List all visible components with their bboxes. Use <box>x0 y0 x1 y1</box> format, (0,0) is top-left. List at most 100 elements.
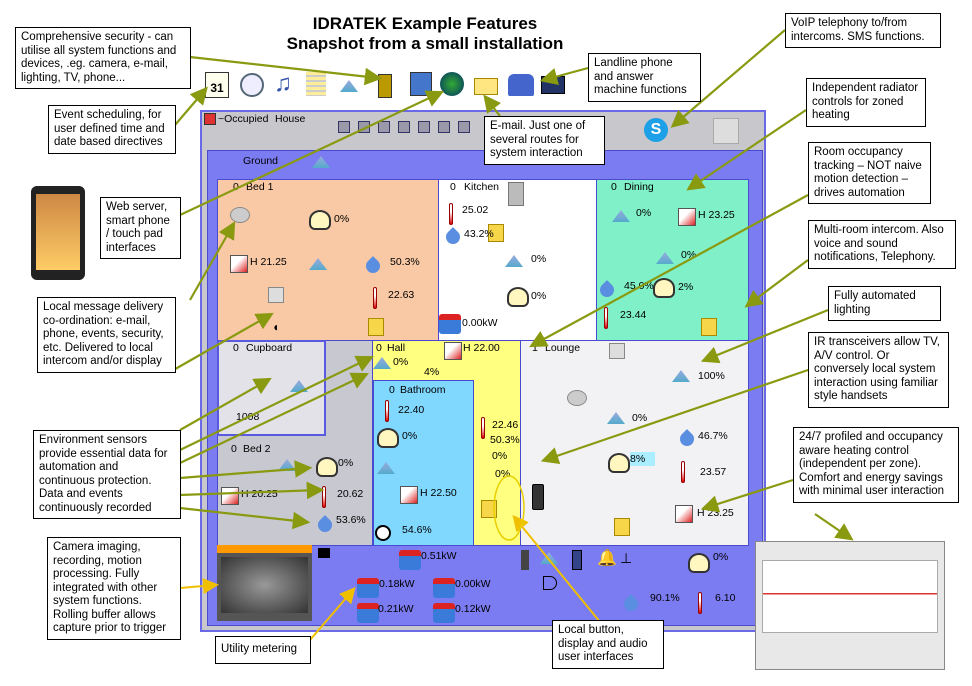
fan-icon[interactable] <box>375 525 391 541</box>
callout-email: E-mail. Just one of several routes for s… <box>484 116 605 165</box>
room-name: Dining <box>624 181 654 193</box>
power-meter-icon <box>399 550 421 570</box>
occupied-icon <box>204 113 216 125</box>
room-name: Bed 2 <box>243 443 271 455</box>
room-occupancy: 0 <box>231 443 237 455</box>
callout-ir: IR transceivers allow TV, A/V control. O… <box>808 332 949 408</box>
callout-scheduling: Event scheduling, for user defined time … <box>48 105 176 154</box>
local-panel-icon[interactable] <box>481 500 497 518</box>
heater-icon[interactable] <box>221 487 239 505</box>
logic-gate-icon <box>543 576 557 590</box>
heater-icon[interactable] <box>678 208 696 226</box>
callout-landline: Landline phone and answer machine functi… <box>588 53 701 102</box>
toolbar-button[interactable] <box>418 121 430 133</box>
power-value: 0.00kW <box>455 578 491 590</box>
blind-gauge-icon[interactable] <box>608 453 630 473</box>
blind-value: 2% <box>678 281 694 293</box>
room-occupancy: 0 <box>233 181 239 193</box>
room-name: Bed 1 <box>246 181 274 193</box>
floor-tab-ground[interactable]: Ground <box>243 155 279 167</box>
humidity-value: 54.6% <box>402 524 432 536</box>
toolbar-button[interactable] <box>438 121 450 133</box>
heater-icon[interactable] <box>675 505 693 523</box>
light-level: 0% <box>393 356 409 368</box>
camera-view[interactable] <box>217 545 312 621</box>
toolbar-button[interactable] <box>378 121 390 133</box>
music-icon: ♫ <box>274 70 292 97</box>
thermometer-icon <box>604 307 608 329</box>
blind-gauge-icon[interactable] <box>309 210 331 230</box>
temperature-value: 22.40 <box>398 404 425 416</box>
temperature-value: 25.02 <box>462 204 489 216</box>
callout-radiator: Independent radiator controls for zoned … <box>806 78 926 127</box>
room-bed1 <box>217 179 439 341</box>
toolbar-button[interactable] <box>338 121 350 133</box>
local-panel-icon[interactable] <box>701 318 717 336</box>
heater-icon[interactable] <box>444 342 462 360</box>
callout-security: Comprehensive security - can utilise all… <box>15 27 191 89</box>
power-meter-icon <box>433 603 455 623</box>
heater-icon[interactable] <box>400 486 418 504</box>
house-label: House <box>275 113 306 125</box>
local-panel-icon[interactable] <box>614 518 630 536</box>
callout-heating: 24/7 profiled and occupancy aware heatin… <box>793 427 959 503</box>
power-value: 0.12kW <box>455 603 491 615</box>
phone-icon <box>508 74 534 96</box>
blind-gauge-icon[interactable] <box>653 278 675 298</box>
room-occupancy: 0 <box>611 181 617 193</box>
alarm-button-icon[interactable] <box>609 343 625 359</box>
room-name: Kitchen <box>464 181 500 193</box>
blind-gauge-icon[interactable] <box>507 287 529 307</box>
light-level: 0% <box>632 412 648 424</box>
display-icon[interactable] <box>572 550 582 570</box>
callout-messaging: Local message delivery co-ordination: e-… <box>37 297 176 373</box>
heater-icon[interactable] <box>230 255 248 273</box>
temperature-value: 22.63 <box>388 289 415 301</box>
callout-metering: Utility metering <box>215 636 311 664</box>
toolbar-button[interactable] <box>398 121 410 133</box>
local-panel-icon[interactable] <box>488 224 504 242</box>
alarm-button-icon[interactable] <box>268 287 284 303</box>
intercom-icon[interactable] <box>230 207 250 223</box>
callout-local-button: Local button, display and audio user int… <box>552 620 664 669</box>
room-bathroom <box>373 380 474 546</box>
thermometer-icon <box>449 203 453 225</box>
callout-sensors: Environment sensors provide essential da… <box>33 430 181 519</box>
room-name: Lounge <box>545 342 581 354</box>
heating-setpoint: H 22.00 <box>463 342 500 354</box>
door-icon[interactable] <box>521 550 529 570</box>
intercom-icon[interactable] <box>567 390 587 406</box>
ir-remote-icon[interactable] <box>532 484 544 510</box>
occupancy-status: ~Occupied <box>218 113 269 125</box>
blind-value: 0% <box>713 551 729 563</box>
skype-icon[interactable]: S <box>644 118 668 142</box>
blinds-icon <box>306 72 326 96</box>
motion-sensor-icon: ◖ <box>272 320 280 334</box>
blind-value: 0% <box>338 457 354 469</box>
blind-value: 0% <box>492 450 508 462</box>
light-level: 0% <box>636 207 652 219</box>
blind-gauge-icon[interactable] <box>688 553 710 573</box>
power-value: 0.00kW <box>462 317 498 329</box>
blind-gauge-icon[interactable] <box>377 428 399 448</box>
clock-icon <box>240 73 264 97</box>
local-panel-icon[interactable] <box>368 318 384 336</box>
blind-value: 0% <box>334 213 350 225</box>
thermometer-icon <box>698 592 702 614</box>
smartphone-image <box>31 186 85 280</box>
light-level: 100% <box>698 370 725 382</box>
heating-setpoint: H 23.25 <box>698 209 735 221</box>
network-icon[interactable] <box>713 118 739 144</box>
temperature-value: 23.44 <box>620 309 647 321</box>
power-meter-icon <box>357 603 379 623</box>
callout-webserver: Web server, smart phone / touch pad inte… <box>100 197 181 259</box>
power-meter-icon <box>433 578 455 598</box>
bell-icon[interactable]: 🔔 <box>597 550 617 567</box>
room-name: Bathroom <box>400 384 446 396</box>
toolbar-button[interactable] <box>458 121 470 133</box>
heating-setpoint: H 22.50 <box>420 487 457 499</box>
blind-gauge-icon[interactable] <box>316 457 338 477</box>
humidity-value: 90.1% <box>650 592 680 604</box>
camera-icon[interactable] <box>318 548 330 558</box>
